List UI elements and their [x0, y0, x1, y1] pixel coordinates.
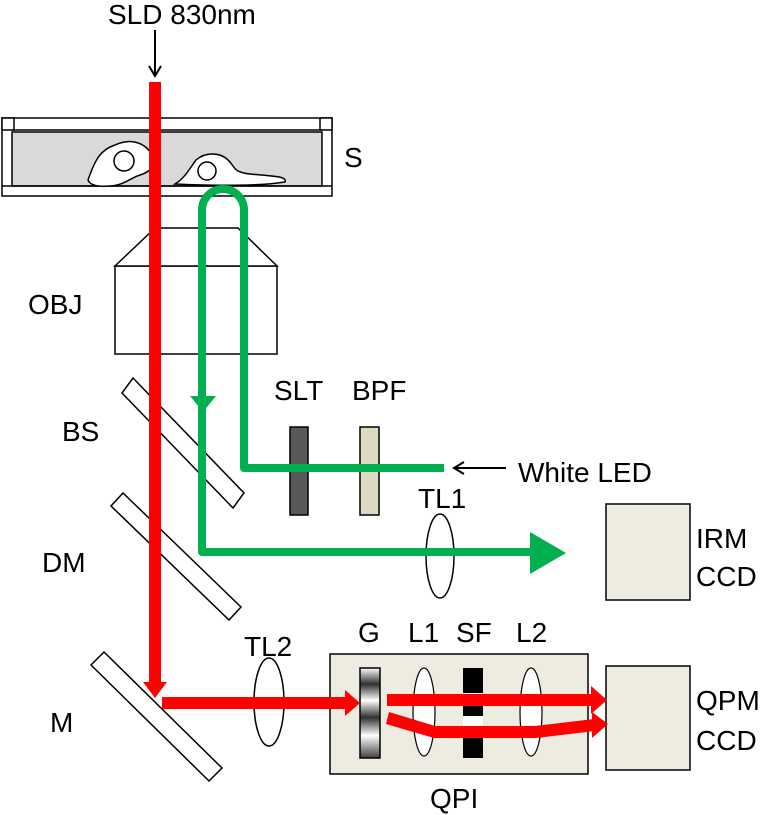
grating-label: G: [358, 617, 380, 648]
beam-splitter-label: BS: [62, 416, 99, 447]
lens-l1-label: L1: [408, 617, 439, 648]
sample-dish: [1, 117, 333, 197]
source-arrow: [148, 30, 162, 78]
tube-lens-2-label: TL2: [244, 631, 292, 662]
spatial-filter: [463, 668, 483, 758]
white-led-label: White LED: [518, 457, 652, 488]
qpm-ccd-label-line2: CCD: [696, 725, 757, 756]
red-beam-horizontal: [162, 697, 350, 709]
beam-splitter: [121, 376, 245, 510]
green-beam-direction-arrow: [190, 396, 216, 412]
red-beam-upper: [387, 694, 593, 706]
qpm-ccd: [605, 665, 691, 771]
qpm-ccd-label-line1: QPM: [696, 685, 760, 716]
green-beam-arrowhead: [530, 532, 566, 574]
irm-ccd: [605, 503, 691, 601]
spatial-filter-label: SF: [456, 617, 492, 648]
lens-l2-label: L2: [516, 617, 547, 648]
objective-lens: [113, 227, 279, 355]
bpf-label: BPF: [352, 375, 406, 406]
lens-l2: [519, 667, 543, 757]
dichroic-mirror: [109, 491, 243, 622]
cells: [87, 140, 286, 187]
mirror-label: M: [50, 707, 73, 738]
red-beam-down-arrow: [143, 682, 167, 698]
white-led-arrow: [452, 461, 506, 475]
mirror: [89, 650, 224, 783]
sample-label: S: [344, 142, 363, 173]
red-beam-arrow-to-qpi: [345, 690, 360, 716]
lens-l1: [412, 667, 436, 757]
red-beam: [149, 82, 161, 690]
tube-lens-1-label: TL1: [418, 483, 466, 514]
green-beam: [198, 185, 540, 556]
red-beam-upper-arrowhead: [591, 686, 607, 714]
grating: [359, 667, 381, 759]
source-label: SLD 830nm: [108, 0, 256, 30]
dichroic-mirror-label: DM: [42, 547, 86, 578]
red-beam-lower-arrowhead: [592, 712, 608, 738]
qpi-label: QPI: [430, 783, 478, 814]
slit-label: SLT: [274, 375, 323, 406]
irm-ccd-label-line2: CCD: [696, 561, 757, 592]
red-beam-lower: [386, 712, 595, 738]
irm-ccd-label-line1: IRM: [696, 523, 747, 554]
objective-label: OBJ: [28, 289, 82, 320]
